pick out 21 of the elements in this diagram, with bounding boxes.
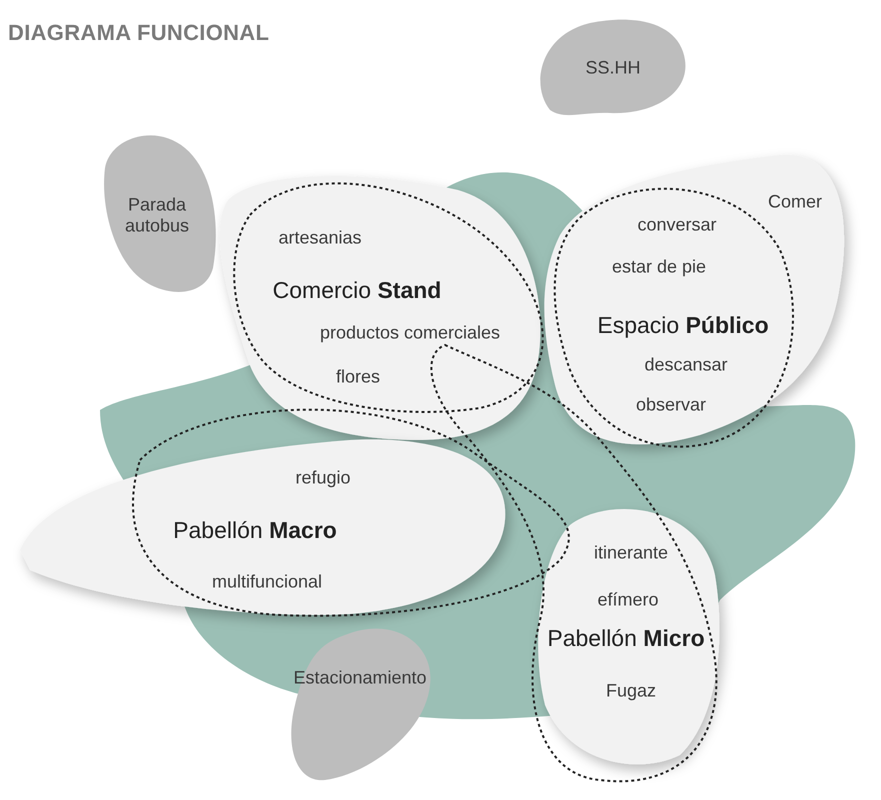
function-label: itinerante [594, 542, 668, 564]
zone-title: Espacio Público [597, 312, 769, 338]
function-label: estar de pie [612, 256, 706, 278]
zone-title: Comercio Stand [272, 276, 442, 304]
function-label: Comer [768, 192, 822, 212]
function-label: artesanias [278, 228, 362, 248]
function-label: Estacionamiento [293, 668, 427, 688]
function-label: Parada autobus [124, 194, 190, 236]
function-label: multifuncional [212, 572, 322, 592]
zone-title: Pabellón Macro [173, 516, 337, 544]
function-label: efímero [597, 590, 659, 610]
function-label: observar [636, 394, 706, 416]
function-label: descansar [644, 354, 728, 376]
diagram-title: DIAGRAMA FUNCIONAL [8, 20, 270, 46]
function-label: refugio [295, 468, 351, 488]
function-label: Fugaz [606, 680, 656, 702]
function-label: conversar [637, 214, 717, 236]
zone-title: Pabellón Micro [547, 624, 705, 652]
function-label: flores [336, 366, 380, 388]
function-label: SS.HH [586, 58, 640, 78]
function-label: productos comerciales [320, 322, 500, 344]
